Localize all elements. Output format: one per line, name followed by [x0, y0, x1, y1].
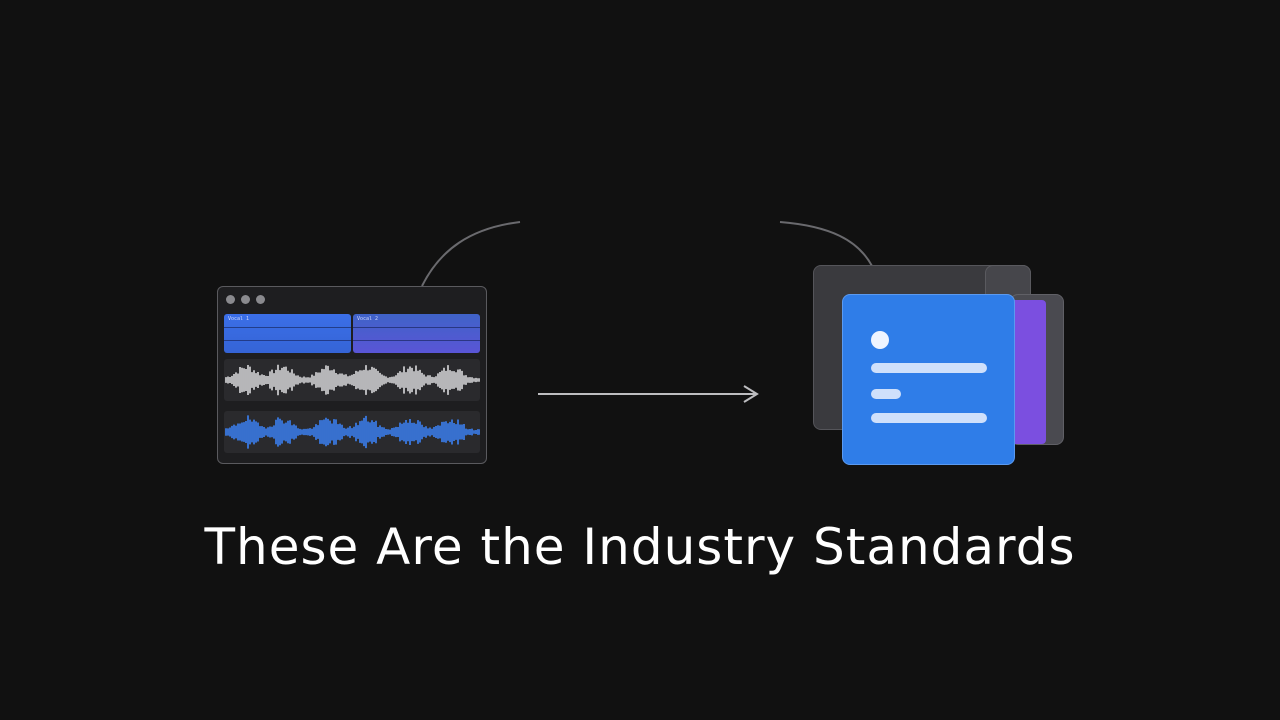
clip-label-left: Vocal 1 — [228, 316, 250, 322]
clip-label-right: Vocal 2 — [357, 316, 379, 322]
connector-right — [779, 221, 873, 267]
waveform-white — [225, 364, 480, 396]
window-dots-icon — [218, 287, 486, 311]
daw-clip-left[interactable]: Vocal 1 — [224, 314, 351, 353]
clip-divider — [224, 340, 351, 341]
window-dot-close[interactable] — [226, 294, 235, 304]
window-dot-minimize[interactable] — [241, 294, 250, 304]
daw-window: Vocal 1 Vocal 2 — [217, 286, 487, 464]
waveform-path — [225, 415, 480, 449]
clip-divider — [353, 327, 480, 328]
connector-left — [421, 221, 521, 287]
waveform-lane-blue[interactable] — [224, 411, 480, 453]
document-line — [871, 389, 901, 399]
clip-divider — [224, 327, 351, 328]
daw-clip-right[interactable]: Vocal 2 — [353, 314, 480, 353]
headline: These Are the Industry Standards — [204, 518, 1076, 576]
document-line — [871, 363, 987, 373]
arrow-right-icon — [538, 385, 759, 403]
document-list-icon — [842, 294, 1015, 465]
document-line — [871, 413, 987, 423]
waveform-blue — [225, 415, 480, 449]
clip-divider — [353, 340, 480, 341]
card-back-purple — [1010, 300, 1046, 444]
daw-clip-row: Vocal 1 Vocal 2 — [224, 314, 480, 353]
waveform-path — [225, 364, 480, 396]
waveform-lane-white[interactable] — [224, 359, 480, 401]
soundwave-icon — [522, 131, 783, 305]
window-dot-maximize[interactable] — [256, 294, 265, 304]
document-bullet — [871, 331, 889, 349]
